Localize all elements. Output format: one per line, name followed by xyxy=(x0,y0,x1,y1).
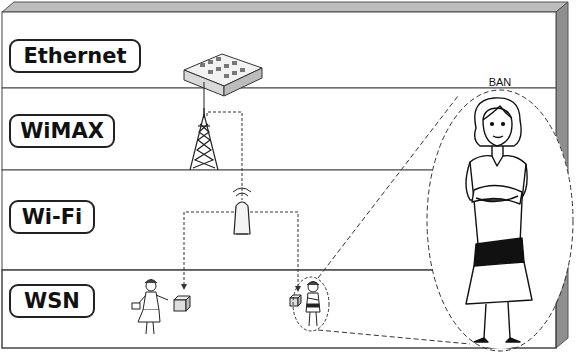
ellipse-outline xyxy=(426,89,574,352)
wireless-link xyxy=(207,112,242,200)
tower-bracing xyxy=(193,124,213,168)
wireless-link xyxy=(250,212,298,288)
head xyxy=(308,282,318,292)
port xyxy=(208,70,213,74)
small-ban-ellipse xyxy=(293,277,329,331)
eye xyxy=(491,123,494,126)
layer-label: WSN xyxy=(9,284,95,318)
port xyxy=(224,64,229,68)
legs xyxy=(484,302,510,338)
sensor-box xyxy=(174,300,186,311)
hair xyxy=(307,282,319,286)
tower-mast xyxy=(203,108,204,118)
wireless-link xyxy=(184,212,234,286)
switch-ports xyxy=(200,57,245,78)
ban-ellipse: BAN xyxy=(426,75,574,352)
switch-side xyxy=(224,68,262,96)
layer-label: Ethernet xyxy=(9,39,141,73)
hair xyxy=(475,98,521,146)
eye xyxy=(502,123,505,126)
port xyxy=(232,61,237,65)
tower-bracing xyxy=(195,124,215,168)
legs xyxy=(309,312,317,326)
layer-label: Wi-Fi xyxy=(9,200,95,234)
body-sensor-band xyxy=(307,304,319,307)
radio-wave xyxy=(236,193,248,196)
sensor-box xyxy=(290,298,298,306)
arm xyxy=(156,295,168,300)
body xyxy=(143,292,159,310)
person-with-body-sensor xyxy=(290,282,320,327)
shoes xyxy=(474,338,520,342)
body xyxy=(306,293,320,312)
legs xyxy=(146,322,154,334)
crossed-arms xyxy=(472,185,522,204)
skirt xyxy=(466,262,532,304)
ban-outline xyxy=(427,90,573,351)
port xyxy=(240,68,245,72)
layer-name: Ethernet xyxy=(23,46,126,67)
router-body xyxy=(234,202,250,234)
wimax-tower xyxy=(190,108,218,170)
skirt xyxy=(138,310,160,322)
router-base xyxy=(236,234,248,235)
ban-label: BAN xyxy=(426,75,574,89)
arm-outline xyxy=(466,162,527,200)
layer-name: WiMAX xyxy=(20,121,104,142)
port xyxy=(232,71,237,75)
face xyxy=(483,108,512,146)
fringe xyxy=(483,106,512,120)
tower-antenna-bar xyxy=(198,125,210,126)
neck xyxy=(492,146,503,156)
zoom-line xyxy=(318,330,470,344)
arms xyxy=(308,298,318,300)
bag xyxy=(132,303,140,309)
port xyxy=(200,63,205,67)
sensor-box-side xyxy=(186,296,190,311)
layer-name: WSN xyxy=(24,291,80,312)
layer-label: WiMAX xyxy=(9,114,115,148)
slab-top-face xyxy=(2,2,568,12)
tower-leg xyxy=(204,114,218,170)
port xyxy=(216,57,221,61)
mouth xyxy=(493,136,503,138)
wire xyxy=(204,82,205,118)
torso xyxy=(470,156,526,244)
port xyxy=(208,60,213,64)
person-with-sensor xyxy=(132,280,190,335)
layer-name: Wi-Fi xyxy=(22,207,83,228)
link-arrowhead xyxy=(181,284,187,290)
ethernet-band xyxy=(2,12,556,88)
wifi-router xyxy=(233,188,251,234)
port xyxy=(216,67,221,71)
ethernet-switch xyxy=(184,54,262,96)
forearm xyxy=(476,196,518,202)
body-sensor-belt xyxy=(474,238,524,266)
tower-leg xyxy=(190,114,204,170)
radio-wave xyxy=(233,188,251,192)
woman-figure xyxy=(466,98,532,342)
sensor-box-side xyxy=(298,295,301,306)
hair xyxy=(145,280,157,284)
port xyxy=(224,74,229,78)
